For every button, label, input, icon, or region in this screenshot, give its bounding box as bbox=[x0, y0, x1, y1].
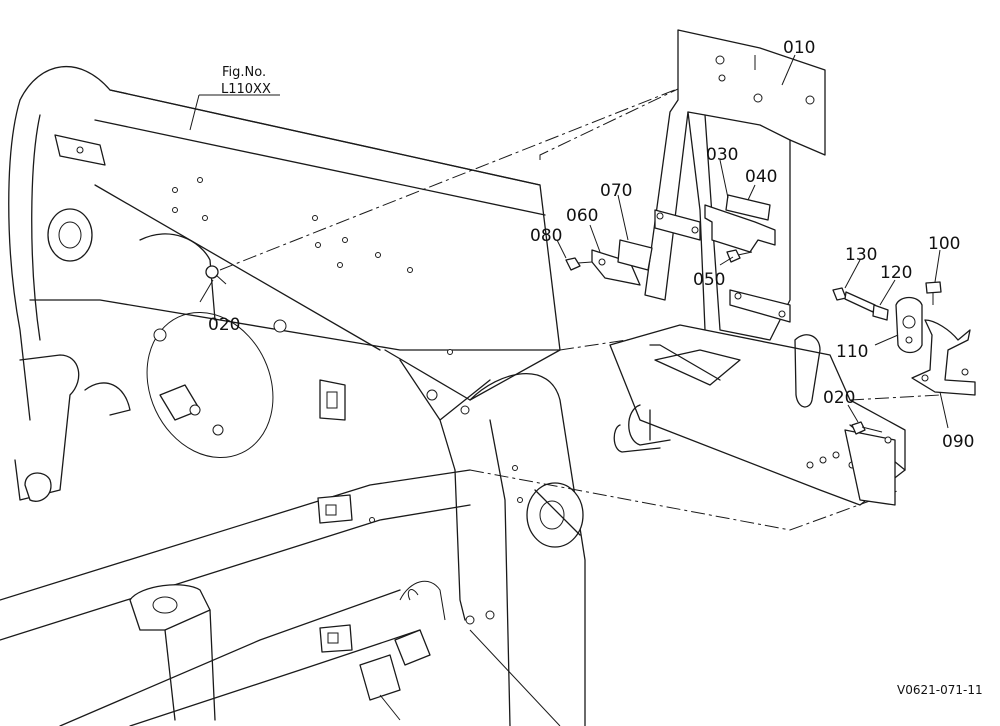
spacer-120 bbox=[872, 304, 889, 321]
terminal-110 bbox=[895, 296, 923, 354]
alignment-lines bbox=[219, 71, 941, 531]
bracket-090 bbox=[911, 319, 976, 396]
label-part-060: 060 bbox=[566, 206, 598, 226]
label-part-110: 110 bbox=[836, 342, 868, 362]
label-part-070: 070 bbox=[600, 181, 632, 201]
bolt-100 bbox=[925, 281, 942, 305]
drawing-code: V0621-071-11 bbox=[897, 683, 983, 697]
label-part-050: 050 bbox=[693, 270, 725, 290]
bolt-130 bbox=[832, 287, 876, 313]
label-part-020-frame: 020 bbox=[208, 315, 240, 335]
part-030-bracket bbox=[704, 204, 776, 253]
part-070-pad bbox=[617, 239, 653, 271]
part-010-plate bbox=[644, 29, 826, 341]
label-part-020-tray: 020 bbox=[823, 388, 855, 408]
label-part-100: 100 bbox=[928, 234, 960, 254]
label-part-130: 130 bbox=[845, 245, 877, 265]
label-part-120: 120 bbox=[880, 263, 912, 283]
bolt-020-lower bbox=[851, 421, 883, 435]
figure-reference: Fig.No. L110XX bbox=[221, 65, 271, 97]
bracket-assembly bbox=[565, 29, 976, 506]
label-part-090: 090 bbox=[942, 432, 974, 452]
beam-holes bbox=[172, 177, 523, 523]
label-leaders bbox=[189, 54, 949, 429]
fig-ref-line2: L110XX bbox=[221, 82, 271, 97]
tray-base bbox=[609, 324, 906, 506]
part-040-pad bbox=[725, 194, 771, 221]
label-part-030: 030 bbox=[706, 145, 738, 165]
machine-frame bbox=[0, 66, 586, 726]
fig-ref-line1: Fig.No. bbox=[222, 65, 266, 80]
bolt-080 bbox=[565, 257, 593, 271]
label-part-040: 040 bbox=[745, 167, 777, 187]
label-part-080: 080 bbox=[530, 226, 562, 246]
label-part-010: 010 bbox=[783, 38, 815, 58]
part-number-labels: 010 020 030 040 070 060 080 050 130 120 … bbox=[208, 38, 974, 452]
